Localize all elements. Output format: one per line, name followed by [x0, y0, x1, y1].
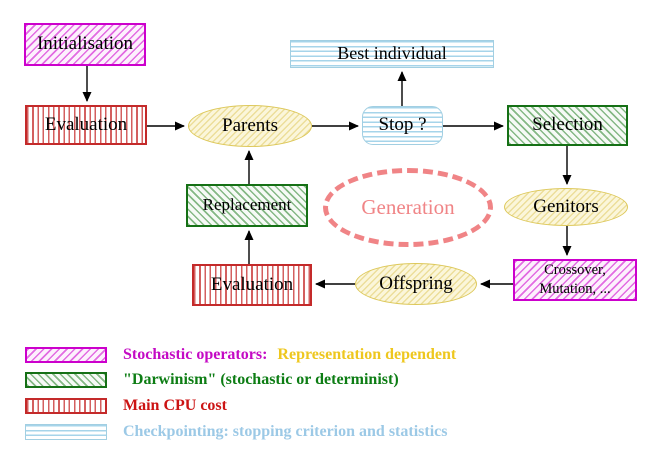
crossover-line1: Crossover, — [544, 262, 606, 279]
node-selection: Selection — [507, 105, 628, 146]
legend-row-cpu-cost: Main CPU cost — [25, 397, 227, 415]
legend-swatch-magenta-hatch — [25, 347, 107, 363]
legend-label-representation-dependent: Representation dependent — [277, 346, 457, 363]
node-crossover-mutation: Crossover, Mutation, ... — [513, 259, 637, 301]
legend-swatch-red-stripes — [25, 398, 107, 414]
legend-label-darwinism: "Darwinism" (stochastic or determinist) — [123, 371, 399, 388]
legend-swatch-green-hatch — [25, 372, 107, 388]
legend-label-stochastic-operators: Stochastic operators: — [123, 346, 268, 363]
node-evaluation-bottom: Evaluation — [192, 264, 312, 306]
node-initialisation: Initialisation — [24, 23, 146, 66]
node-parents: Parents — [188, 105, 312, 147]
node-offspring: Offspring — [355, 263, 477, 305]
node-generation-loop: Generation — [323, 168, 493, 247]
legend-row-stochastic: Stochastic operators: Representation dep… — [25, 346, 456, 364]
legend-swatch-cyan-stripes — [25, 424, 107, 440]
crossover-line2: Mutation, ... — [539, 281, 611, 297]
legend-label-checkpointing: Checkpointing: stopping criterion and st… — [123, 423, 448, 440]
node-stop: Stop ? — [362, 106, 443, 145]
legend-row-darwinism: "Darwinism" (stochastic or determinist) — [25, 371, 399, 389]
node-genitors: Genitors — [504, 188, 628, 226]
node-replacement: Replacement — [186, 184, 308, 227]
node-best-individual: Best individual — [290, 40, 494, 68]
legend-label-main-cpu-cost: Main CPU cost — [123, 397, 227, 414]
legend-row-checkpointing: Checkpointing: stopping criterion and st… — [25, 423, 447, 441]
node-evaluation-top: Evaluation — [25, 105, 147, 145]
